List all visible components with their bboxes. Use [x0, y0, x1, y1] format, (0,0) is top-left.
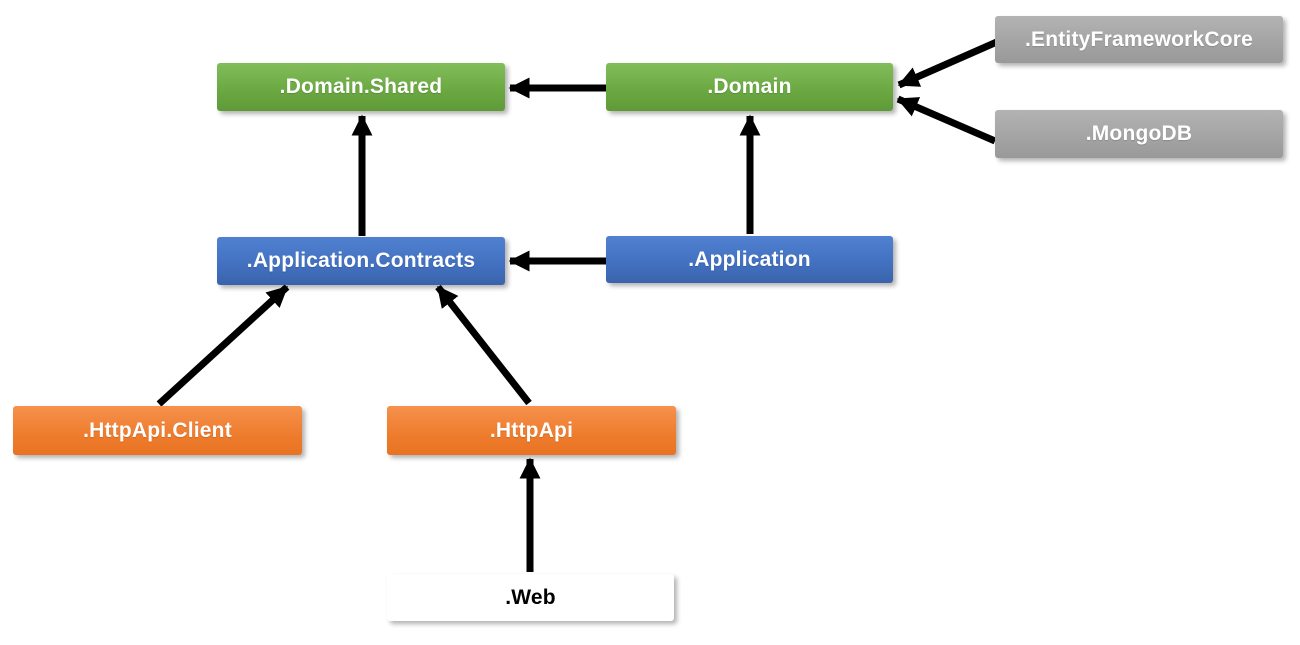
node-mongodb-label: .MongoDB	[1085, 122, 1193, 145]
node-httpapi-label: .HttpApi	[489, 418, 574, 442]
node-application-label: .Application	[688, 247, 811, 271]
node-httpapi-client: .HttpApi.Client	[13, 406, 302, 455]
node-httpapi: .HttpApi	[387, 406, 676, 455]
node-domain-shared: .Domain.Shared	[217, 63, 505, 111]
node-application: .Application	[606, 236, 893, 283]
node-domain-shared-label: .Domain.Shared	[279, 75, 443, 98]
node-web-label: .Web	[505, 585, 556, 609]
arrow-httpapi-client-to-contracts	[156, 284, 290, 407]
node-web: .Web	[387, 574, 674, 621]
node-httpapi-client-label: .HttpApi.Client	[83, 418, 232, 442]
node-mongodb: .MongoDB	[995, 110, 1283, 158]
node-application-contracts-label: .Application.Contracts	[246, 249, 476, 272]
arrow-httpapi-to-contracts	[435, 284, 532, 406]
node-entity-framework-core-label: .EntityFrameworkCore	[1024, 27, 1254, 51]
arrow-efcore-to-domain	[897, 37, 1001, 89]
node-domain: .Domain	[606, 63, 893, 111]
node-entity-framework-core: .EntityFrameworkCore	[995, 16, 1283, 63]
arrow-mongodb-to-domain	[896, 95, 997, 145]
node-domain-label: .Domain	[707, 75, 792, 98]
node-application-contracts: .Application.Contracts	[217, 237, 505, 285]
